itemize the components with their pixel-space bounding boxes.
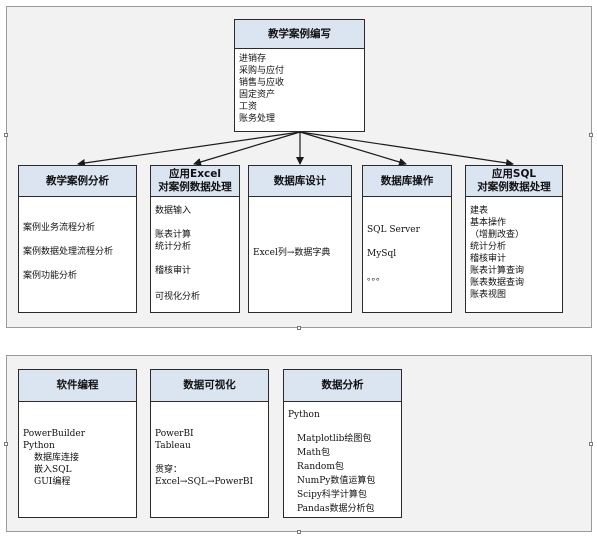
list-item: Matplotlib绘图包 (297, 434, 372, 444)
list-item: 统计分析 (155, 242, 192, 252)
box-title: 数据库操作 (380, 174, 434, 187)
list-item: 案例数据处理流程分析 (23, 247, 114, 257)
list-item: 可视化分析 (155, 292, 201, 302)
arrow-to-sql-processing (299, 131, 514, 167)
arrow-to-case-analysis (77, 131, 301, 167)
list-item: 。。。 (367, 273, 386, 283)
box-title-line: 对案例数据处理 (158, 181, 232, 193)
list-item: 贯穿： (155, 465, 183, 475)
list-item: 统计分析 (470, 242, 507, 252)
box-title-line: 应用Excel (169, 168, 221, 180)
box-data-analysis-body: Python Matplotlib绘图包 Math包 Random包 NumPy… (284, 401, 401, 517)
list-item: Random包 (297, 462, 344, 472)
list-item: 固定资产 (239, 90, 276, 100)
list-item: 案例功能分析 (23, 271, 78, 281)
list-item: 嵌入SQL (34, 465, 72, 475)
list-item: 数据库连接 (34, 453, 80, 463)
list-item: PowerBI (155, 429, 194, 439)
list-item: 采购与应付 (239, 66, 285, 76)
list-item: 账表计算 (155, 230, 192, 240)
box-data-visualization: 数据可视化 PowerBI Tableau 贯穿： Excel→SQL→Powe… (150, 369, 269, 518)
box-excel-processing-header: 应用Excel 对案例数据处理 (151, 166, 239, 197)
arrow-to-database-ops (299, 131, 407, 166)
resize-handle-right[interactable] (589, 133, 593, 137)
root-box-case-writing: 教学案例编写 进销存 采购与应付 销售与应收 固定资产 工资 账务处理 (234, 19, 365, 132)
list-item: Scipy科学计算包 (297, 490, 367, 500)
box-data-visualization-header: 数据可视化 (151, 370, 268, 402)
box-title: 教学案例分析 (46, 174, 109, 187)
list-item: Python (23, 441, 55, 451)
list-item: 进销存 (239, 54, 267, 64)
list-item: NumPy数值运算包 (297, 476, 376, 486)
resize-handle-left[interactable] (4, 133, 8, 137)
list-item: Math包 (297, 448, 330, 458)
list-item: 稽核审计 (470, 254, 507, 264)
box-database-design-body: Excel列→数据字典 (249, 196, 351, 312)
list-item: MySql (367, 249, 397, 259)
box-title-line: 应用SQL (491, 168, 537, 180)
resize-handle-bottom[interactable] (297, 326, 301, 330)
resize-handle-right-bottom[interactable] (589, 442, 593, 446)
list-item: 基本操作 (470, 218, 507, 228)
resize-handle-left-bottom[interactable] (4, 442, 8, 446)
box-database-ops-body: SQL Server MySql 。。。 (363, 196, 451, 312)
arrow-to-excel-processing (193, 131, 301, 166)
box-case-analysis-header: 教学案例分析 (19, 166, 136, 197)
resize-handle-bottom-bottom[interactable] (297, 530, 301, 534)
list-item: Python (288, 410, 320, 420)
box-database-design: 数据库设计 Excel列→数据字典 (248, 165, 352, 313)
box-database-ops-header: 数据库操作 (363, 166, 451, 197)
list-item: 销售与应收 (239, 78, 285, 88)
root-box-header: 教学案例编写 (235, 20, 364, 49)
box-excel-processing-body: 数据输入 账表计算 统计分析 稽核审计 可视化分析 (151, 196, 239, 312)
box-software-programming: 软件编程 PowerBuilder Python 数据库连接 嵌入SQL GUI… (18, 369, 137, 518)
box-data-visualization-body: PowerBI Tableau 贯穿： Excel→SQL→PowerBI (151, 401, 268, 517)
list-item: SQL Server (367, 225, 420, 235)
box-title: 数据可视化 (183, 379, 236, 391)
box-title: 软件编程 (56, 379, 99, 391)
list-item: （增删改查） (470, 230, 525, 240)
box-sql-processing-body: 建表 基本操作 （增删改查） 统计分析 稽核审计 账表计算查询 账表数据查询 账… (466, 196, 562, 312)
list-item: 账表视图 (470, 290, 507, 300)
box-data-analysis: 数据分析 Python Matplotlib绘图包 Math包 Random包 … (283, 369, 402, 518)
box-title: 数据分析 (321, 379, 364, 391)
list-item: 账表数据查询 (470, 278, 525, 288)
list-item: 数据输入 (155, 206, 192, 216)
list-item: Excel→SQL→PowerBI (155, 477, 254, 487)
box-sql-processing: 应用SQL 对案例数据处理 建表 基本操作 （增删改查） 统计分析 稽核审计 账… (465, 165, 563, 313)
list-item: 账表计算查询 (470, 266, 525, 276)
list-item: Excel列→数据字典 (253, 248, 331, 258)
list-item: GUI编程 (34, 477, 71, 487)
box-database-design-header: 数据库设计 (249, 166, 351, 197)
box-software-programming-body: PowerBuilder Python 数据库连接 嵌入SQL GUI编程 (19, 401, 136, 517)
root-box-title: 教学案例编写 (268, 27, 331, 40)
list-item: 工资 (239, 102, 258, 112)
box-data-analysis-header: 数据分析 (284, 370, 401, 402)
list-item: Tableau (155, 441, 191, 451)
list-item: Pandas数据分析包 (297, 504, 375, 514)
box-excel-processing: 应用Excel 对案例数据处理 数据输入 账表计算 统计分析 稽核审计 可视化分… (150, 165, 240, 313)
box-case-analysis: 教学案例分析 案例业务流程分析 案例数据处理流程分析 案例功能分析 (18, 165, 137, 313)
list-item: PowerBuilder (23, 429, 85, 439)
box-title-line: 对案例数据处理 (477, 181, 551, 193)
list-item: 账务处理 (239, 114, 276, 124)
box-title: 数据库设计 (273, 174, 327, 187)
list-item: 建表 (470, 206, 489, 216)
box-software-programming-header: 软件编程 (19, 370, 136, 402)
root-box-body: 进销存 采购与应付 销售与应收 固定资产 工资 账务处理 (235, 48, 364, 131)
list-item: 案例业务流程分析 (23, 223, 96, 233)
list-item: 稽核审计 (155, 266, 192, 276)
box-sql-processing-header: 应用SQL 对案例数据处理 (466, 166, 562, 197)
box-database-ops: 数据库操作 SQL Server MySql 。。。 (362, 165, 452, 313)
box-case-analysis-body: 案例业务流程分析 案例数据处理流程分析 案例功能分析 (19, 196, 136, 312)
